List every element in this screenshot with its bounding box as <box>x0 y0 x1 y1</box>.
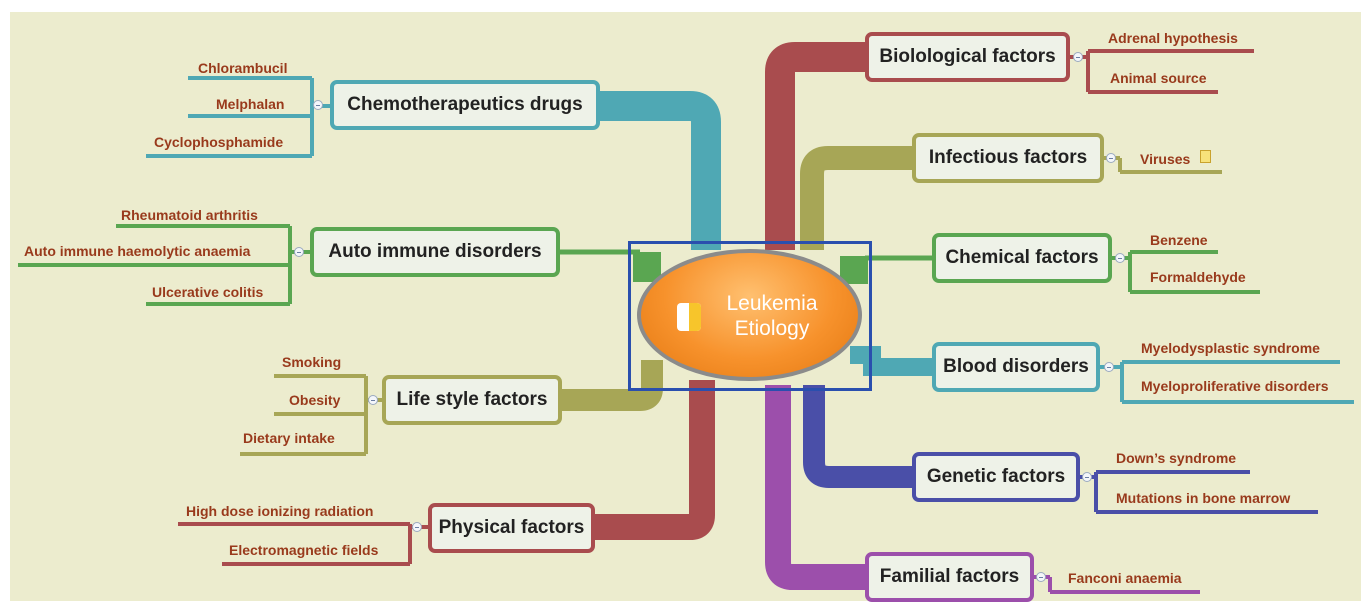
collapse-toggle-icon[interactable] <box>368 395 378 405</box>
leaves-physical <box>178 522 428 566</box>
subtopic-bone-marrow-mutations[interactable]: Mutations in bone marrow <box>1116 490 1291 506</box>
trunk-blood <box>850 346 932 376</box>
leaves-biological <box>1070 49 1254 94</box>
document-icon <box>677 303 701 331</box>
topic-chemical[interactable]: Chemical factors <box>932 233 1112 283</box>
subtopic-dietary-intake[interactable]: Dietary intake <box>243 430 335 446</box>
topic-blood[interactable]: Blood disorders <box>932 342 1100 392</box>
collapse-toggle-icon[interactable] <box>1115 253 1125 263</box>
trunk-physical <box>595 380 715 540</box>
topic-infectious[interactable]: Infectious factors <box>912 133 1104 183</box>
topic-autoimmune[interactable]: Auto immune disorders <box>310 227 560 277</box>
topic-physical[interactable]: Physical factors <box>428 503 595 553</box>
central-topic[interactable] <box>637 249 862 381</box>
leaves-chemotherapeutics <box>146 76 330 158</box>
subtopic-smoking[interactable]: Smoking <box>282 354 342 370</box>
trunk-biological <box>765 42 865 250</box>
collapse-toggle-icon[interactable] <box>1082 472 1092 482</box>
subtopic-myelodysplastic[interactable]: Myelodysplastic syndrome <box>1141 340 1320 356</box>
topic-lifestyle[interactable]: Life style factors <box>382 375 562 425</box>
subtopic-rheumatoid-arthritis[interactable]: Rheumatoid arthritis <box>121 207 258 223</box>
collapse-toggle-icon[interactable] <box>1106 153 1116 163</box>
subtopic-formaldehyde[interactable]: Formaldehyde <box>1150 269 1246 285</box>
trunk-genetic <box>803 385 912 488</box>
subtopic-ionizing-radiation[interactable]: High dose ionizing radiation <box>186 503 374 519</box>
central-topic-line-2: Etiology <box>734 317 810 340</box>
collapse-toggle-icon[interactable] <box>1104 362 1114 372</box>
trunk-familial <box>765 385 865 590</box>
subtopic-adrenal-hypothesis[interactable]: Adrenal hypothesis <box>1108 30 1238 46</box>
collapse-toggle-icon[interactable] <box>294 247 304 257</box>
subtopic-electromagnetic-fields[interactable]: Electromagnetic fields <box>229 542 379 558</box>
topic-genetic[interactable]: Genetic factors <box>912 452 1080 502</box>
central-topic-label: Leukemia Etiology <box>717 291 827 341</box>
subtopic-chlorambucil[interactable]: Chlorambucil <box>198 60 288 76</box>
collapse-toggle-icon[interactable] <box>412 522 422 532</box>
subtopic-viruses[interactable]: Viruses <box>1140 151 1191 167</box>
central-topic-line-1: Leukemia <box>726 292 818 315</box>
subtopic-benzene[interactable]: Benzene <box>1150 232 1208 248</box>
collapse-toggle-icon[interactable] <box>1073 52 1083 62</box>
leaves-lifestyle <box>240 374 382 456</box>
trunk-infectious <box>800 146 912 250</box>
topic-familial[interactable]: Familial factors <box>865 552 1034 602</box>
trunk-chemotherapeutics <box>600 91 721 250</box>
subtopic-ulcerative-colitis[interactable]: Ulcerative colitis <box>152 284 264 300</box>
collapse-toggle-icon[interactable] <box>1036 572 1046 582</box>
subtopic-downs-syndrome[interactable]: Down’s syndrome <box>1116 450 1237 466</box>
collapse-toggle-icon[interactable] <box>313 100 323 110</box>
subtopic-animal-source[interactable]: Animal source <box>1110 70 1207 86</box>
selection-frame <box>628 241 872 391</box>
topic-biological[interactable]: Biolological factors <box>865 32 1070 82</box>
topic-chemotherapeutics[interactable]: Chemotherapeutics drugs <box>330 80 600 130</box>
subtopic-fanconi-anaemia[interactable]: Fanconi anaemia <box>1068 570 1182 586</box>
note-icon[interactable] <box>1200 150 1211 163</box>
subtopic-obesity[interactable]: Obesity <box>289 392 341 408</box>
subtopic-melphalan[interactable]: Melphalan <box>216 96 285 112</box>
subtopic-aiha[interactable]: Auto immune haemolytic anaemia <box>24 243 251 259</box>
subtopic-cyclophosphamide[interactable]: Cyclophosphamide <box>154 134 284 150</box>
subtopic-myeloproliferative[interactable]: Myeloproliferative disorders <box>1141 378 1329 394</box>
